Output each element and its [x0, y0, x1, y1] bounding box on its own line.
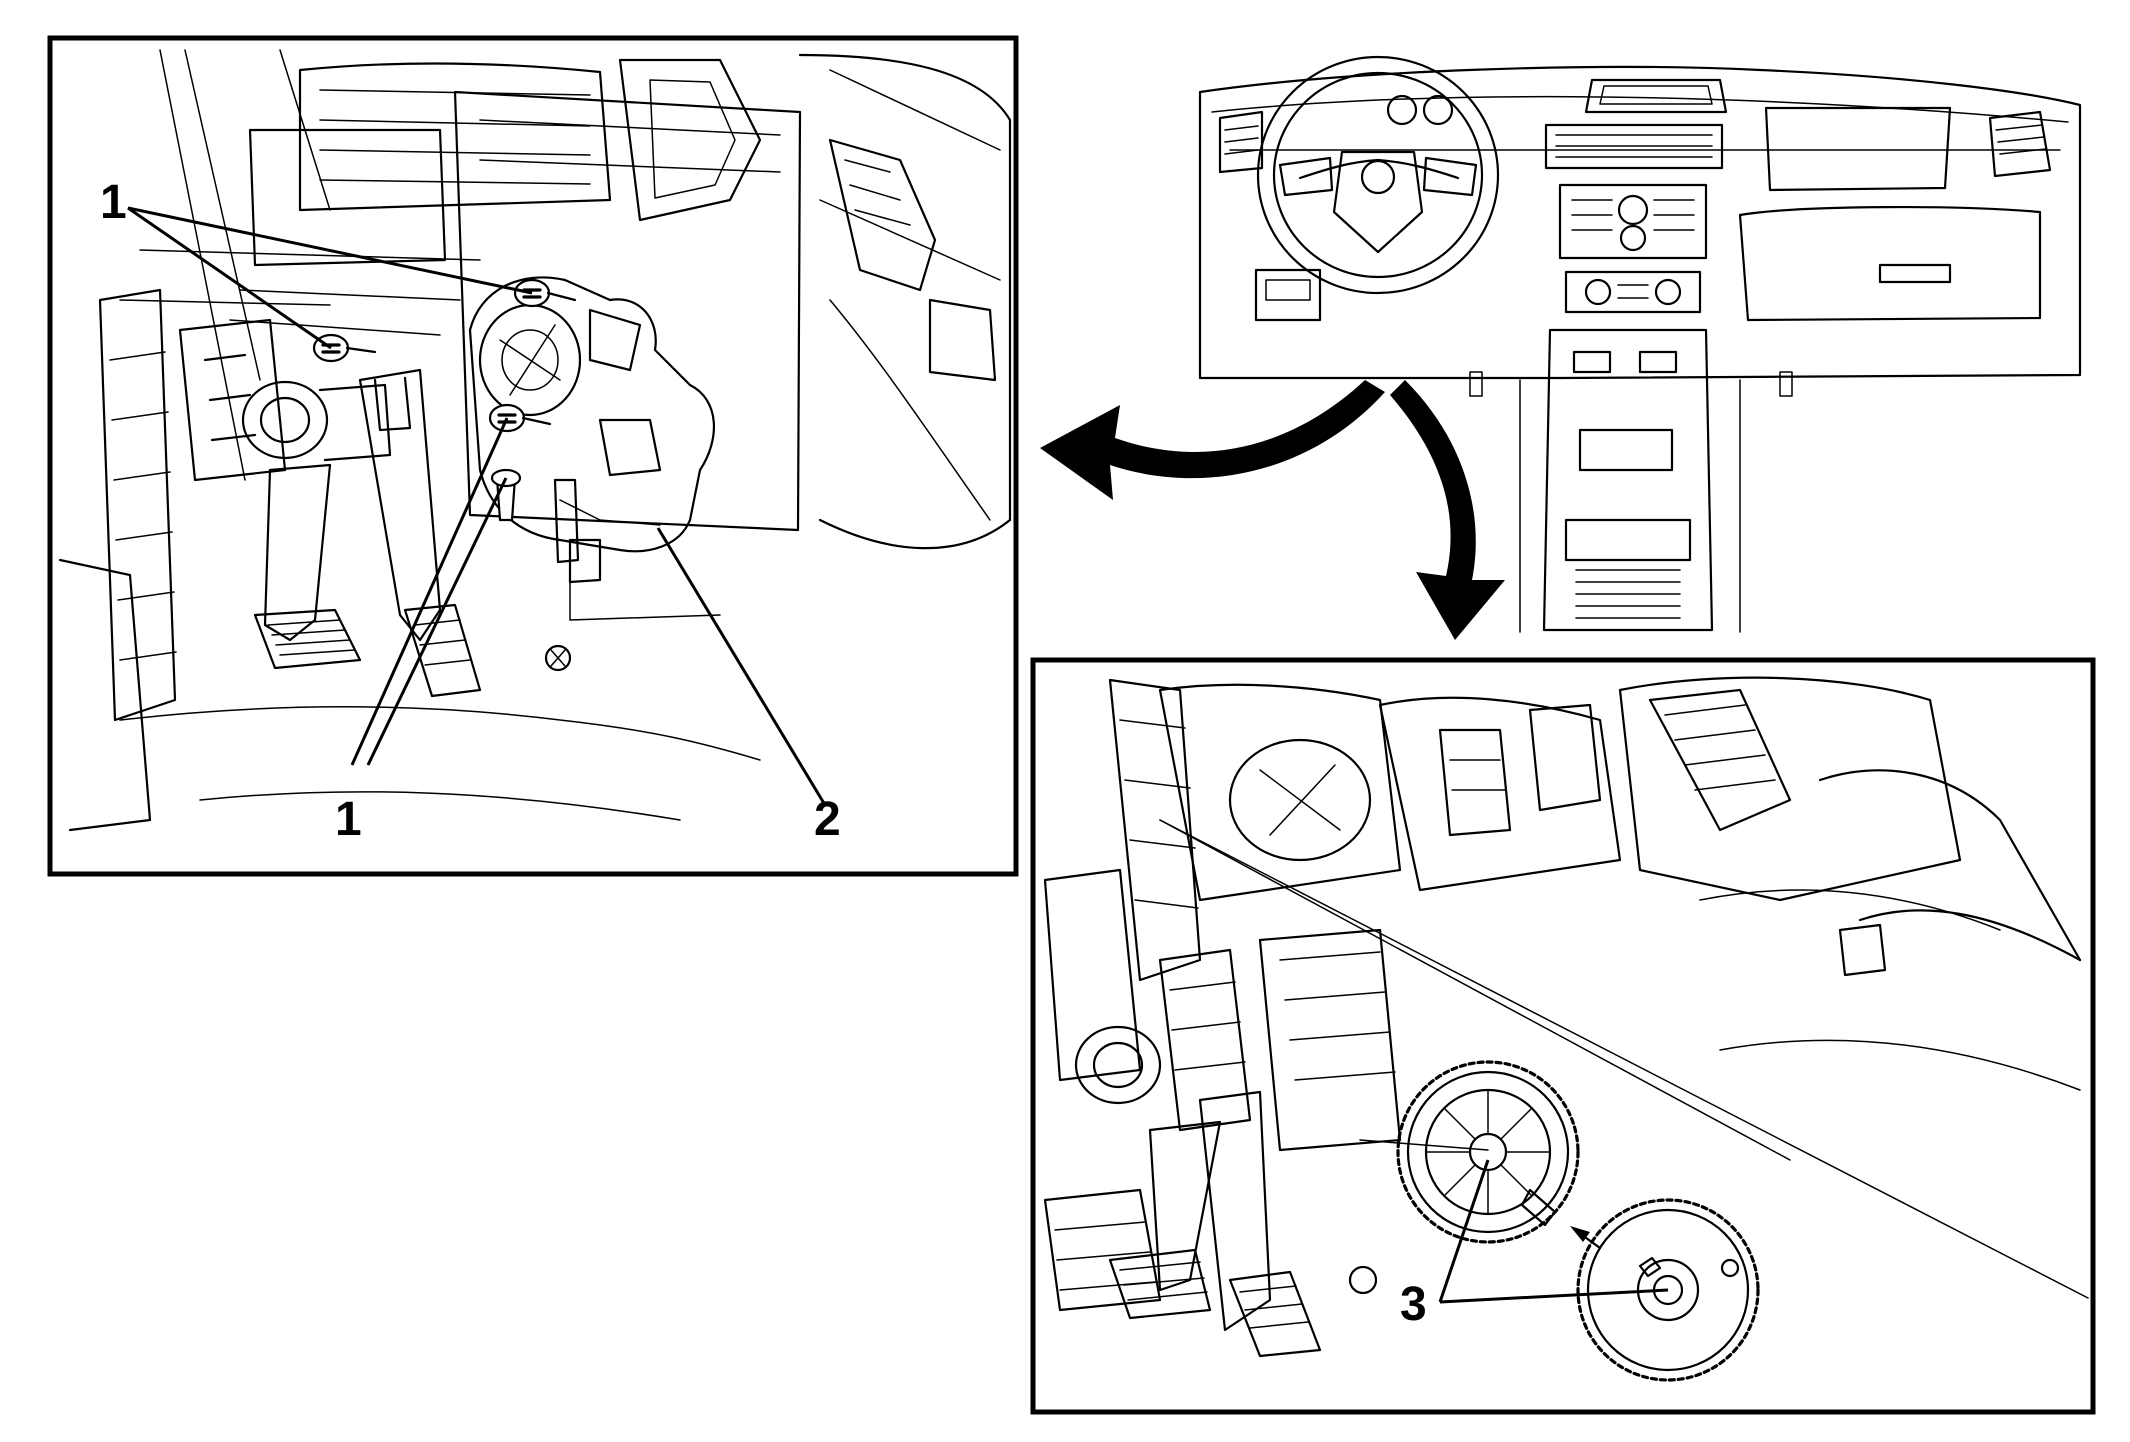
bolt-left — [312, 333, 377, 363]
panel-cover-removal: 1 1 2 — [47, 35, 1019, 877]
callout-2: 2 — [814, 793, 841, 846]
bolt-lower — [488, 403, 552, 433]
arrow-to-bottom-panel — [1390, 380, 1505, 640]
arrow-to-left-panel — [1040, 380, 1385, 500]
callout-1-top: 1 — [100, 176, 127, 229]
callout-1-bottom: 1 — [335, 793, 362, 846]
gear-rear — [1396, 1060, 1580, 1244]
callout-3: 3 — [1400, 1278, 1427, 1331]
bolt-upper — [513, 278, 577, 308]
dashboard-overview — [1198, 55, 2082, 633]
panel-gear-alignment: 3 — [1030, 657, 2096, 1415]
